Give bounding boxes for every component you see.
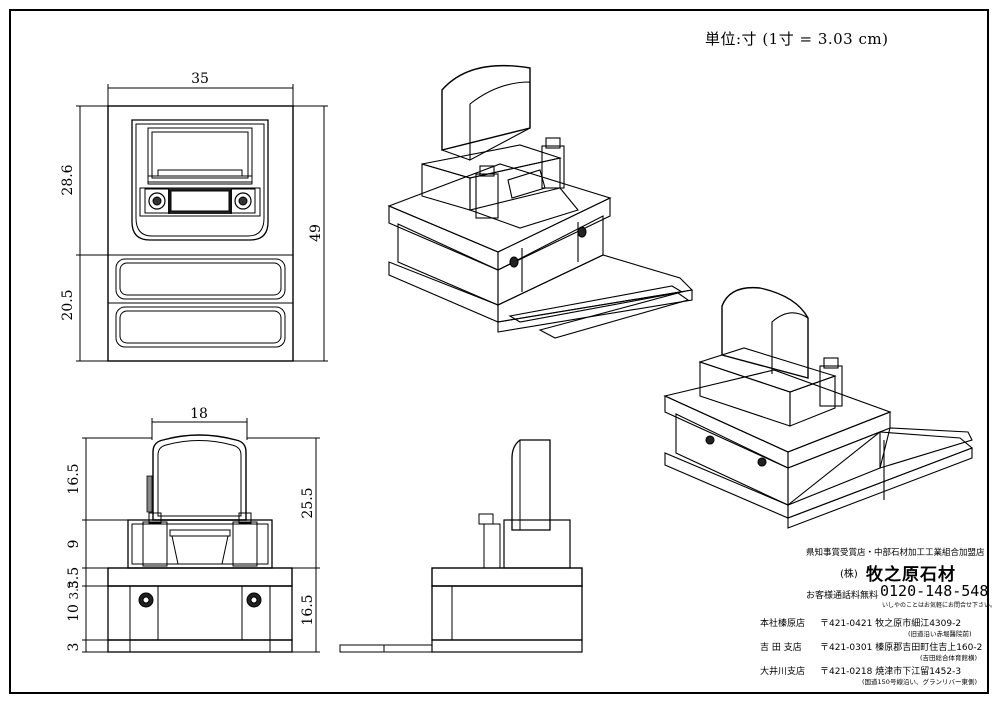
branch-address: 〒421-0421 牧之原市細江4309-2	[820, 619, 962, 629]
side-view	[339, 439, 583, 653]
branch-note: (国道150号線沿い、グランリバー東側)	[862, 678, 977, 686]
isometric-view-1	[387, 64, 694, 339]
company-association: 県知事賞受賞店・中部石材加工工業組合加盟店	[806, 548, 985, 558]
branch-note: (旧道沿い赤堀醫院前)	[908, 630, 972, 638]
tel-reading: いしやのことはお気軽にお問合せ下さい。	[882, 602, 996, 609]
branch-address: 〒421-0301 榛原郡吉田町住吉上160-2	[820, 643, 983, 653]
company-kabu: (株)	[840, 569, 858, 580]
branch-note: (吉田総合体育館横)	[920, 654, 978, 662]
dim-top-total-height: 49	[308, 224, 324, 242]
company-name: 牧之原石材	[866, 565, 956, 585]
branch-name: 吉 田 支店	[760, 643, 802, 653]
dim-front-bottom: 3	[66, 643, 82, 652]
dim-front-middle-height: 9	[66, 540, 82, 549]
branch-name: 大井川支店	[760, 667, 806, 677]
dim-front-upper-total: 25.5	[300, 487, 316, 518]
dim-front-base-height: 10	[66, 604, 82, 622]
dim-front-base-top: 3.5	[66, 567, 82, 589]
unit-label: 単位:寸 (1寸 = 3.03 cm)	[705, 30, 889, 48]
drawing-border	[9, 9, 989, 694]
isometric-view-2	[663, 286, 974, 529]
branch-address: 〒421-0218 焼津市下江留1452-3	[820, 667, 962, 677]
top-view	[76, 84, 328, 362]
dim-top-lower-height: 20.5	[60, 289, 76, 320]
dim-front-base-total: 16.5	[300, 594, 316, 625]
dim-front-base-step: 3.5	[67, 580, 81, 599]
front-view	[82, 418, 320, 653]
tel-label: お客様通話料無料	[806, 591, 879, 601]
dim-top-width: 35	[191, 71, 209, 87]
tel-number: 0120-148-548	[880, 582, 989, 600]
branch-name: 本社榛原店	[760, 619, 806, 629]
dim-front-stone-width: 18	[190, 406, 208, 422]
dim-top-upper-height: 28.6	[60, 164, 76, 195]
top-view-outline	[107, 105, 294, 362]
dim-front-stone-height: 16.5	[66, 463, 82, 494]
